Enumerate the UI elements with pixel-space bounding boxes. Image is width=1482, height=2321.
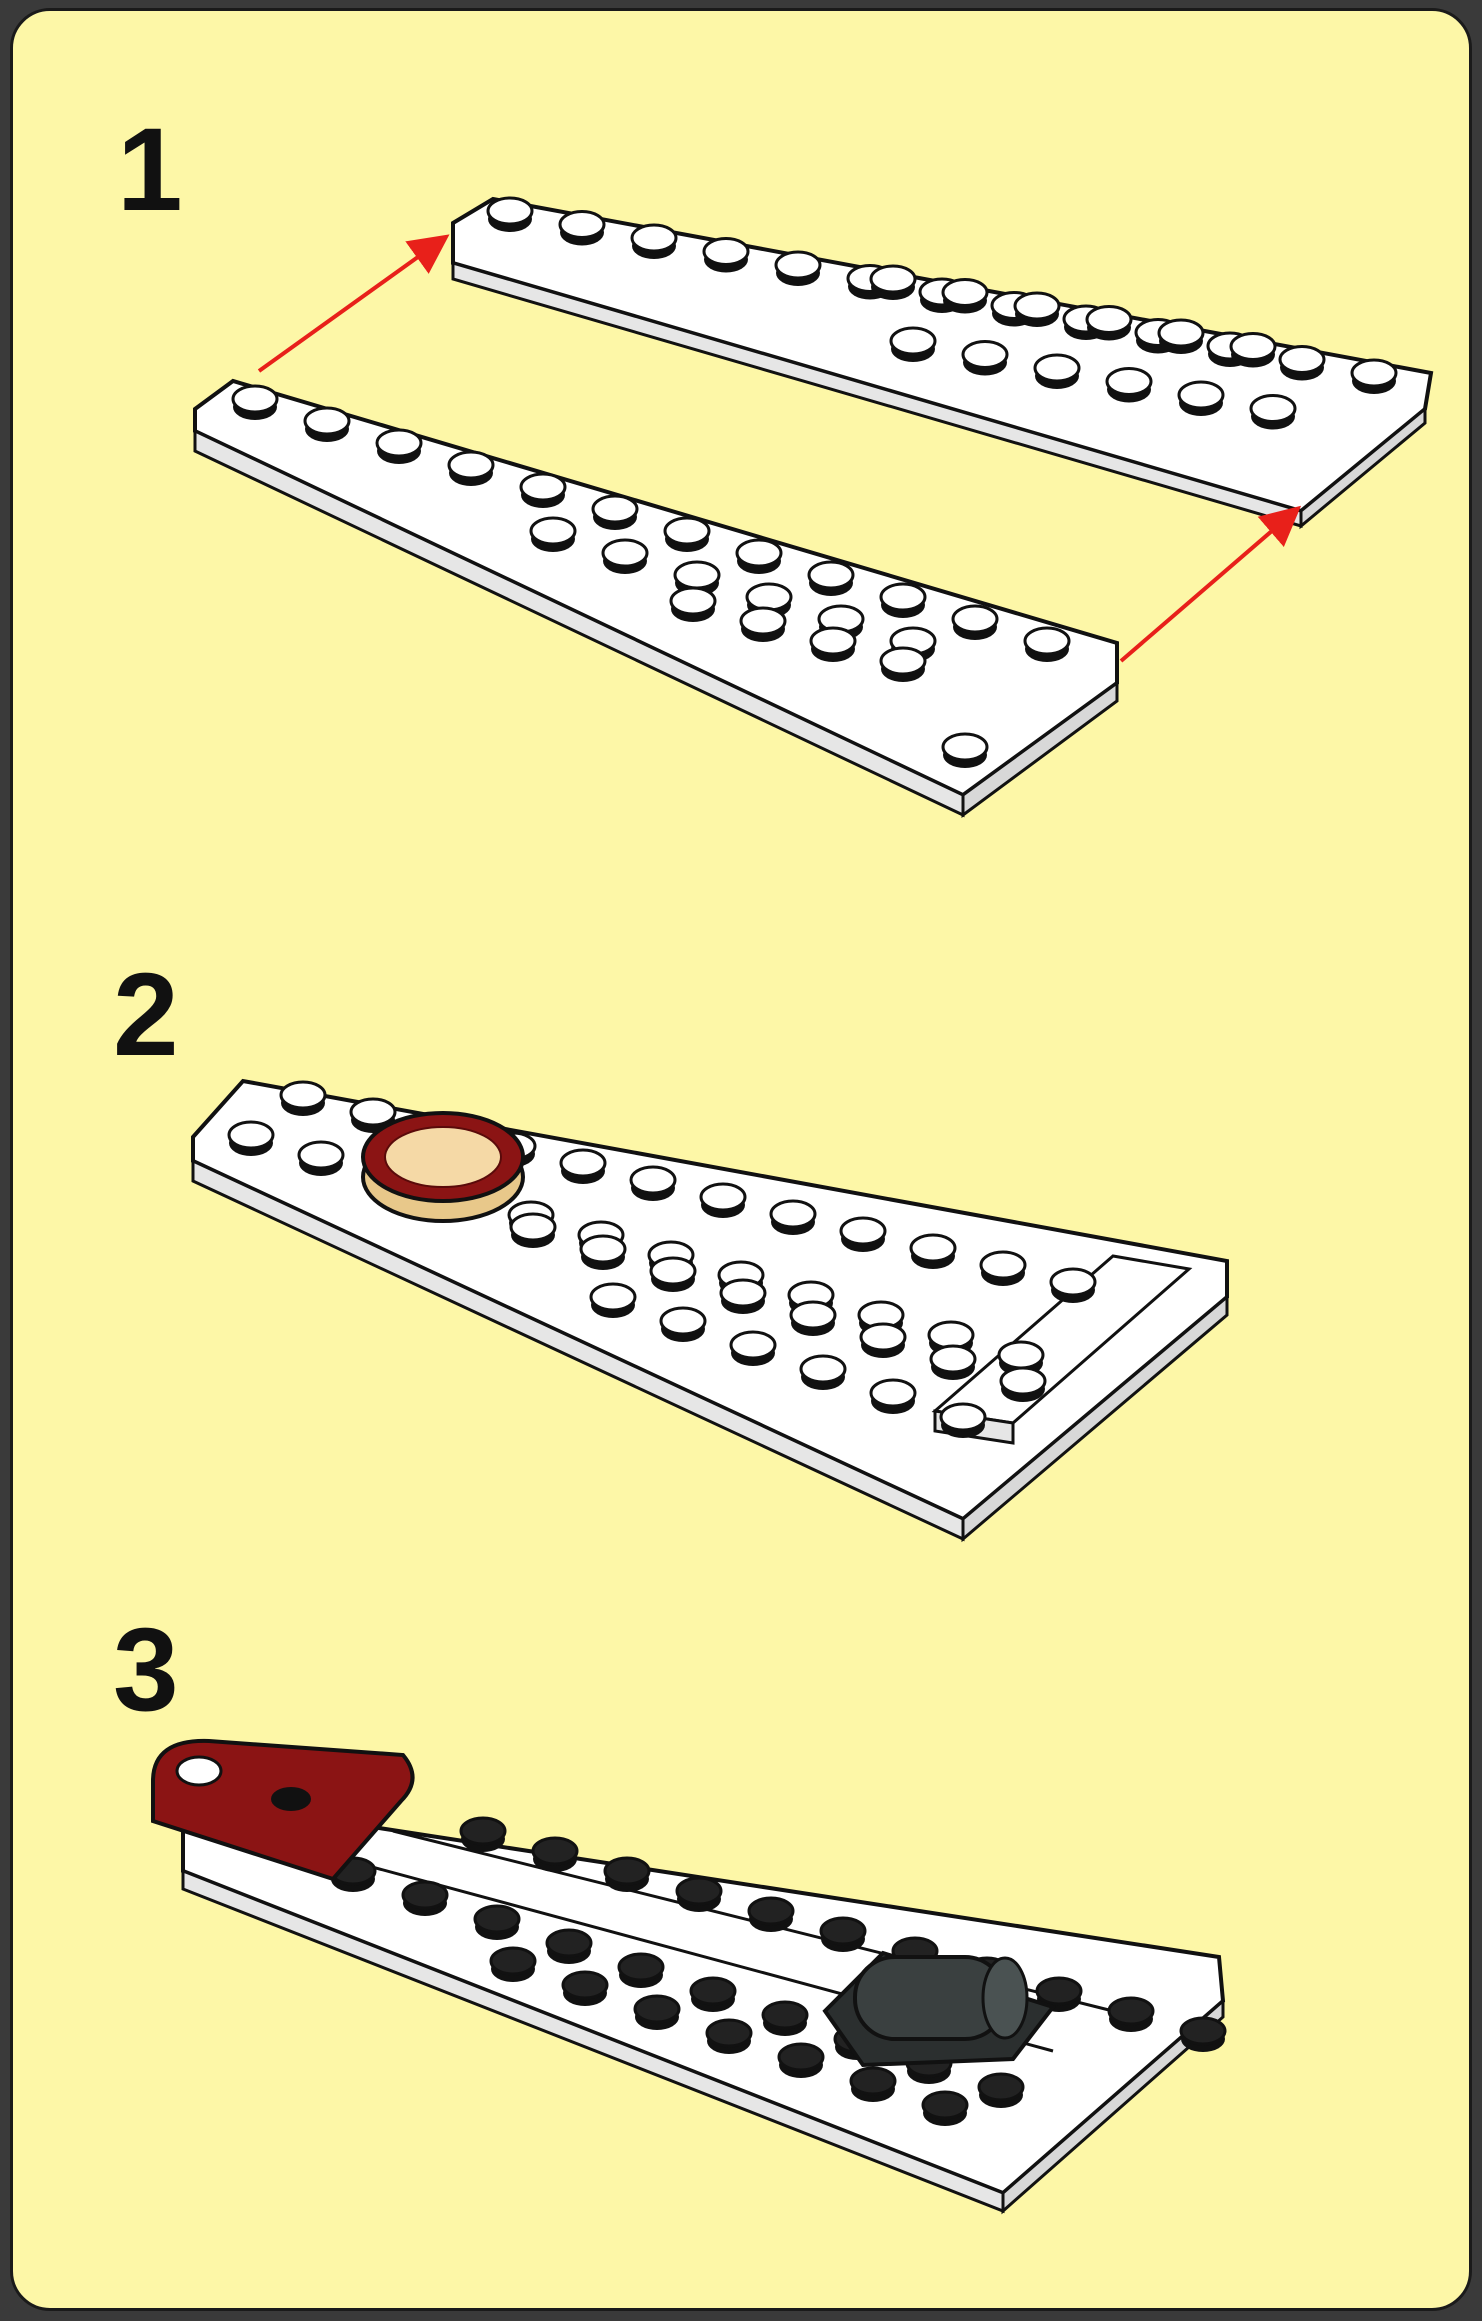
tube [1109,1998,1153,2024]
tube [475,1906,519,1932]
tube [563,1972,607,1998]
tube [923,2092,967,2118]
tube [605,1858,649,1884]
tube [619,1954,663,1980]
tube [821,1918,865,1944]
tube [749,1898,793,1924]
tube [979,2074,1023,2100]
tube [677,1878,721,1904]
tube [779,2044,823,2070]
tube [547,1930,591,1956]
instruction-panel: 1 2 3 [10,8,1472,2311]
tube [533,1838,577,1864]
tube [635,1996,679,2022]
step-3-illustration [13,11,1472,2311]
tube [461,1818,505,1844]
tube [707,2020,751,2046]
tube [1037,1978,1081,2004]
tube [691,1978,735,2004]
tube [1181,2018,1225,2044]
tube [403,1882,447,1908]
tube [763,2002,807,2028]
tube [851,2068,895,2094]
tube [491,1948,535,1974]
